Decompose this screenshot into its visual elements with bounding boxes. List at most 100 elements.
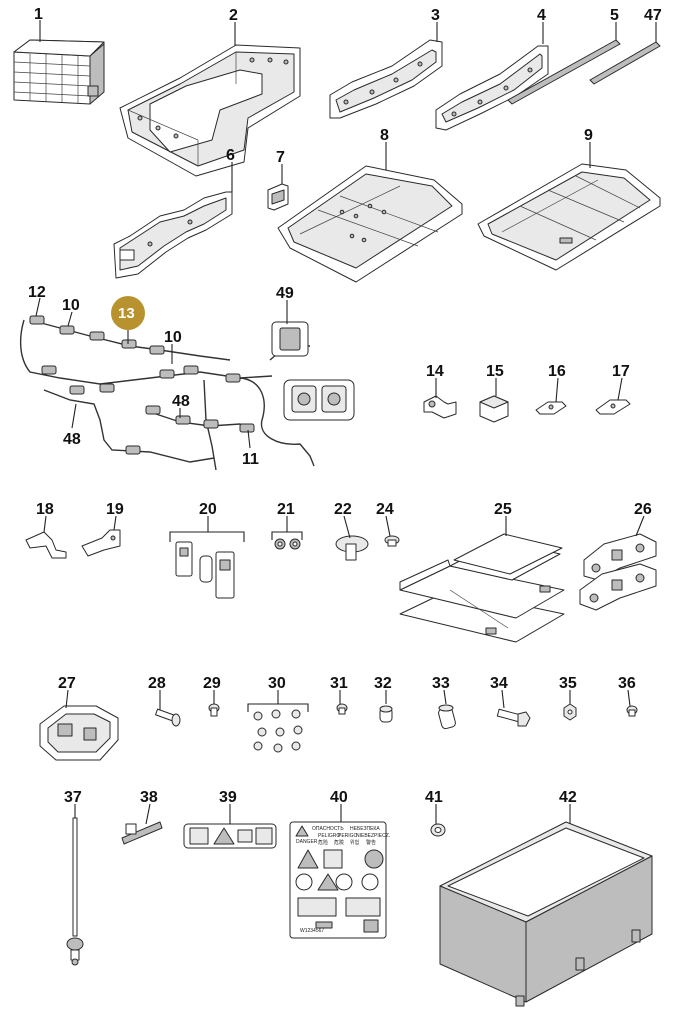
part-38-clip-strip[interactable]	[122, 822, 162, 844]
part-14-sensor[interactable]	[424, 396, 456, 418]
part-22-pin[interactable]	[336, 536, 368, 560]
part-27-housing[interactable]	[40, 706, 118, 760]
part-34-bolt[interactable]	[497, 709, 530, 726]
part-33-sleeve[interactable]	[438, 705, 457, 729]
label-47[interactable]: 47	[644, 7, 662, 24]
part-39-warning-label[interactable]	[184, 824, 276, 848]
part-9-bottom-plate[interactable]	[478, 164, 660, 270]
leader-19	[113, 515, 117, 531]
leader-18	[43, 515, 47, 533]
label-21[interactable]: 21	[277, 501, 295, 518]
label-3[interactable]: 3	[431, 7, 440, 24]
label-10-top[interactable]: 10	[62, 297, 80, 314]
label-1[interactable]: 1	[34, 6, 43, 23]
label-6[interactable]: 6	[226, 147, 235, 164]
leader-12	[35, 297, 41, 317]
leader-34	[501, 689, 505, 709]
label-35[interactable]: 35	[559, 675, 577, 692]
label-36[interactable]: 36	[618, 675, 636, 692]
label-33[interactable]: 33	[432, 675, 450, 692]
label-49[interactable]: 49	[276, 285, 294, 302]
label-18[interactable]: 18	[36, 501, 54, 518]
label-10-right[interactable]: 10	[164, 329, 182, 346]
label-20[interactable]: 20	[199, 501, 217, 518]
part-47-seal-strip[interactable]	[590, 42, 660, 84]
label-29[interactable]: 29	[203, 675, 221, 692]
part-21-grommets[interactable]	[272, 516, 302, 549]
label-22[interactable]: 22	[334, 501, 352, 518]
part-wire-harness[interactable]	[21, 316, 354, 470]
part-31-screw[interactable]	[337, 704, 347, 714]
part-36-screw[interactable]	[627, 706, 637, 716]
label-40-code: W1234567	[300, 928, 324, 934]
part-24-screw[interactable]	[385, 536, 399, 546]
part-7-bracket[interactable]	[268, 184, 288, 210]
harness-connectors	[30, 316, 254, 454]
part-18-bracket[interactable]	[26, 532, 66, 558]
label-16[interactable]: 16	[548, 363, 566, 380]
part-3-side-rail[interactable]	[330, 40, 442, 118]
label-15[interactable]: 15	[486, 363, 504, 380]
part-41-washer[interactable]	[431, 824, 445, 836]
label-40-line2-a: PELIGRO	[318, 833, 340, 839]
label-40-line2-c: NIEBEZPIECZ.	[356, 833, 390, 839]
label-28[interactable]: 28	[148, 675, 166, 692]
label-8[interactable]: 8	[380, 127, 389, 144]
part-17-clip[interactable]	[596, 400, 630, 414]
label-39[interactable]: 39	[219, 789, 237, 806]
part-37-cable-tie[interactable]	[67, 818, 83, 965]
label-31[interactable]: 31	[330, 675, 348, 692]
label-19[interactable]: 19	[106, 501, 124, 518]
label-40-line3-c: 위험	[350, 839, 359, 846]
label-38[interactable]: 38	[140, 789, 158, 806]
label-14[interactable]: 14	[426, 363, 444, 380]
part-30-screw-set[interactable]	[248, 690, 308, 752]
part-6-side-plate[interactable]	[114, 192, 232, 278]
label-48-left[interactable]: 48	[63, 431, 81, 448]
label-27[interactable]: 27	[58, 675, 76, 692]
part-32-spacer[interactable]	[380, 706, 392, 722]
part-8-tray[interactable]	[278, 166, 462, 282]
label-4[interactable]: 4	[537, 7, 546, 24]
label-9[interactable]: 9	[584, 127, 593, 144]
highlight-marker-13[interactable]	[111, 296, 145, 330]
label-40-line3-d: 警告	[366, 839, 376, 846]
part-29-screw[interactable]	[209, 704, 219, 716]
label-40-line3-a: 危险	[318, 839, 328, 846]
label-48-center[interactable]: 48	[172, 393, 190, 410]
label-17[interactable]: 17	[612, 363, 630, 380]
label-5[interactable]: 5	[610, 7, 619, 24]
leader-48a	[71, 403, 77, 429]
label-26[interactable]: 26	[634, 501, 652, 518]
label-12[interactable]: 12	[28, 284, 46, 301]
label-11[interactable]: 11	[242, 451, 259, 468]
label-40-header-right: НЕБЕЗПЕКА	[350, 826, 380, 832]
label-40[interactable]: 40	[330, 789, 348, 806]
part-35-nut[interactable]	[564, 704, 576, 720]
part-2-battery-frame[interactable]	[120, 45, 300, 176]
label-2[interactable]: 2	[229, 7, 238, 24]
part-40-danger-label[interactable]: ОПАСНОСТЬ НЕБЕЗПЕКА DANGER PELIGRO PERIG…	[290, 822, 390, 938]
label-41[interactable]: 41	[425, 789, 443, 806]
part-25-insulation-sheets[interactable]	[400, 534, 564, 642]
part-15-relay[interactable]	[480, 396, 508, 422]
label-32[interactable]: 32	[374, 675, 392, 692]
part-4-side-rail[interactable]	[436, 46, 548, 130]
label-42[interactable]: 42	[559, 789, 577, 806]
part-1-battery-module[interactable]	[14, 40, 104, 104]
part-28-bolt[interactable]	[156, 709, 180, 726]
label-24[interactable]: 24	[376, 501, 394, 518]
part-42-packing-box[interactable]	[440, 822, 652, 1006]
part-5-seal-strip[interactable]	[508, 40, 620, 104]
label-25[interactable]: 25	[494, 501, 512, 518]
part-26-busbar-brackets[interactable]	[580, 534, 656, 610]
part-16-clip[interactable]	[536, 402, 566, 414]
part-20-fuse-set[interactable]	[170, 516, 244, 598]
label-40-line3-b: 危險	[334, 839, 344, 846]
label-34[interactable]: 34	[490, 675, 508, 692]
part-19-bracket[interactable]	[82, 530, 120, 556]
label-7[interactable]: 7	[276, 149, 285, 166]
label-37[interactable]: 37	[64, 789, 82, 806]
label-30[interactable]: 30	[268, 675, 286, 692]
label-13[interactable]: 13	[118, 305, 135, 322]
